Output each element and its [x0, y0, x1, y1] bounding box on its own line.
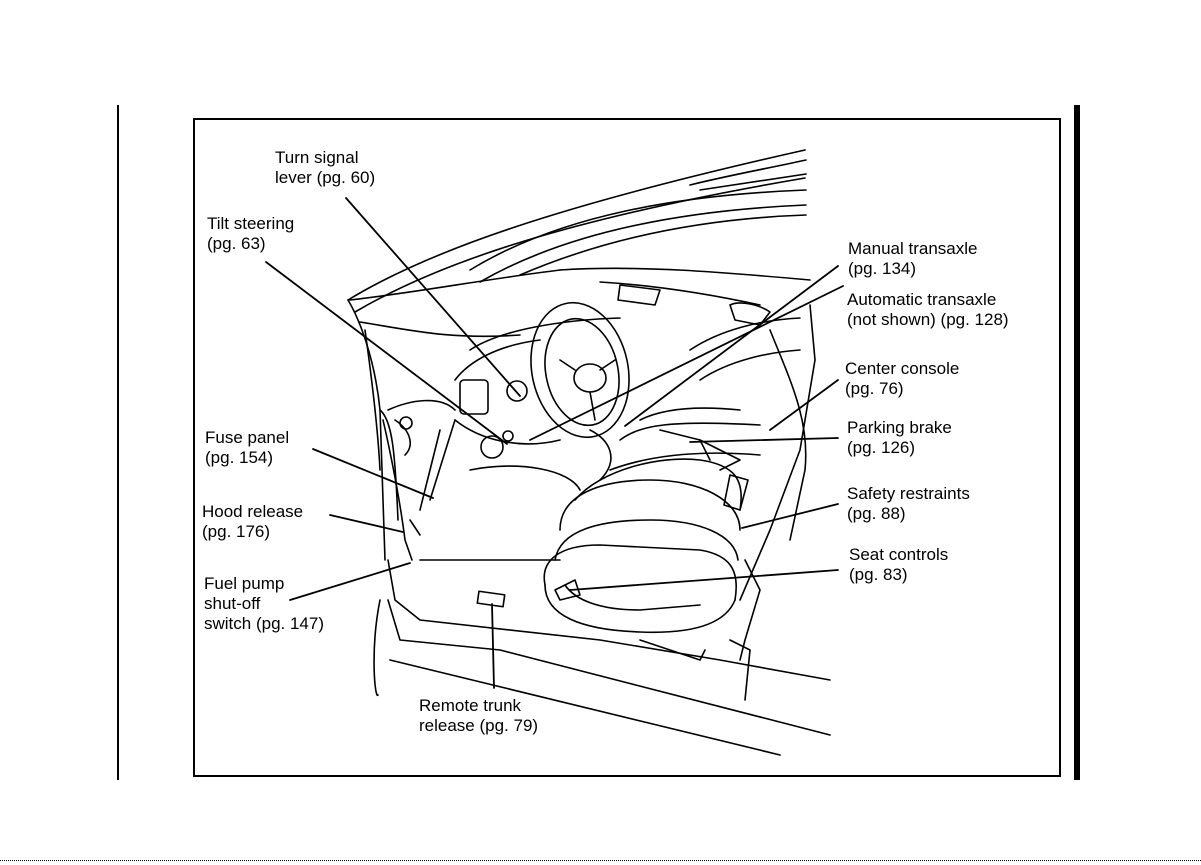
callout-manual-transaxle: Manual transaxle (pg. 134) — [848, 239, 977, 279]
callout-line: Tilt steering — [207, 214, 295, 233]
callout-line: lever (pg. 60) — [275, 168, 376, 187]
callout-line: Automatic transaxle — [847, 290, 997, 309]
callout-fuse-panel: Fuse panel (pg. 154) — [205, 428, 289, 468]
callout-line: Turn signal — [275, 148, 359, 167]
callout-line: (pg. 126) — [847, 438, 916, 457]
callout-line: (pg. 88) — [847, 504, 906, 523]
callout-automatic-transaxle: Automatic transaxle (not shown) (pg. 128… — [847, 290, 1009, 330]
callout-fuel-pump-shutoff: Fuel pump shut-off switch (pg. 147) — [204, 574, 324, 634]
callout-line: (not shown) (pg. 128) — [847, 310, 1009, 329]
page-margin-rule-right — [1074, 105, 1080, 780]
floor-area — [419, 465, 581, 608]
callout-line: Remote trunk — [419, 696, 522, 715]
callout-line: (pg. 83) — [849, 565, 908, 584]
dashboard-outline — [349, 267, 811, 459]
callout-line: Fuse panel — [205, 428, 290, 447]
page-bottom-dotted-rule — [0, 860, 1201, 861]
door-frame — [347, 299, 831, 756]
callout-line: switch (pg. 147) — [204, 614, 324, 633]
callout-line: (pg. 176) — [202, 522, 271, 541]
callout-hood-release: Hood release (pg. 176) — [202, 502, 303, 542]
callout-line: shut-off — [204, 594, 261, 613]
steering-wheel — [530, 301, 630, 439]
callout-center-console: Center console (pg. 76) — [845, 359, 959, 399]
callout-leader-lines — [265, 197, 844, 689]
callout-line: (pg. 76) — [845, 379, 904, 398]
callout-line: Parking brake — [847, 418, 952, 437]
callout-line: Seat controls — [849, 545, 949, 564]
callout-line: (pg. 154) — [205, 448, 274, 467]
callout-line: Manual transaxle — [848, 239, 978, 258]
fuse-panel-area — [387, 399, 456, 536]
callout-line: release (pg. 79) — [419, 716, 539, 735]
page-margin-rule-left — [117, 105, 119, 780]
callout-parking-brake: Parking brake (pg. 126) — [847, 418, 952, 458]
callout-line: (pg. 134) — [848, 259, 917, 278]
roof-outline — [347, 149, 807, 313]
callout-safety-restraints: Safety restraints (pg. 88) — [847, 484, 970, 524]
center-console — [589, 302, 801, 481]
drivers-seat — [543, 458, 749, 661]
callout-seat-controls: Seat controls (pg. 83) — [849, 545, 948, 585]
callout-line: Safety restraints — [847, 484, 970, 503]
callout-tilt-steering: Tilt steering (pg. 63) — [207, 214, 294, 254]
callout-turn-signal-lever: Turn signal lever (pg. 60) — [275, 148, 375, 188]
callout-line: (pg. 63) — [207, 234, 266, 253]
illustration-frame — [193, 118, 1061, 777]
callout-remote-trunk-release: Remote trunk release (pg. 79) — [419, 696, 538, 736]
callout-line: Hood release — [202, 502, 304, 521]
callout-line: Fuel pump — [204, 574, 285, 593]
callout-line: Center console — [845, 359, 960, 378]
